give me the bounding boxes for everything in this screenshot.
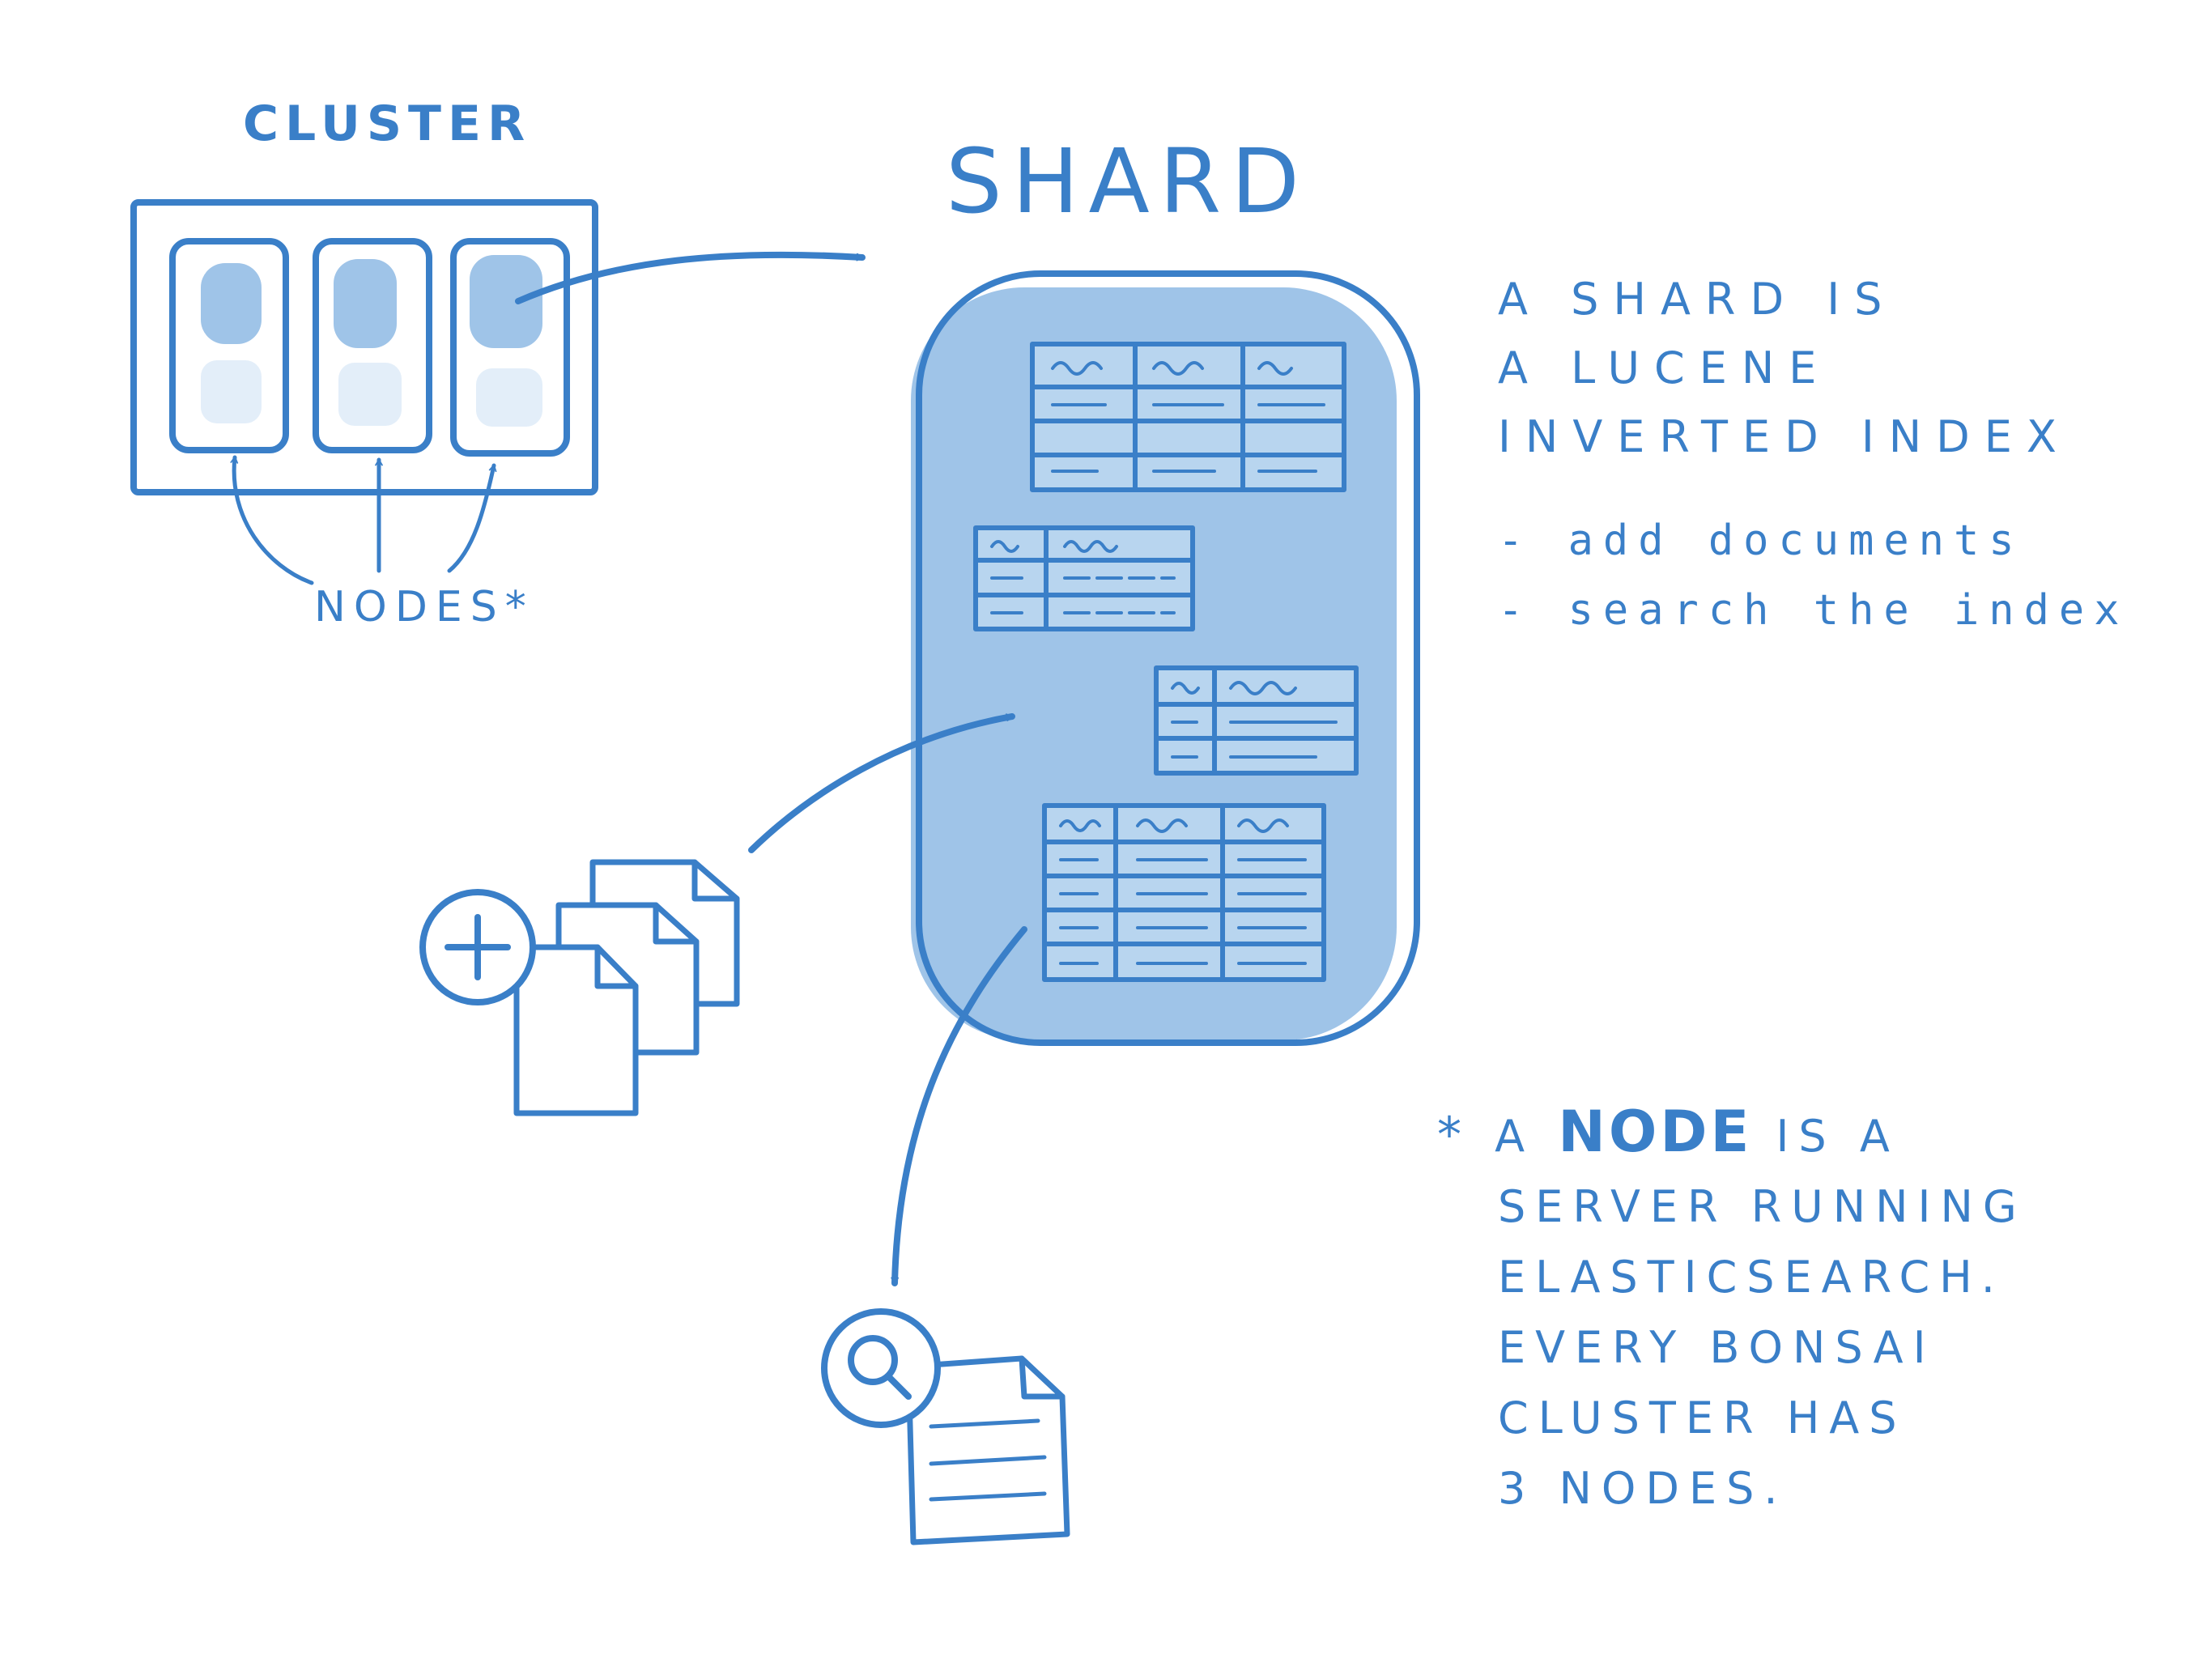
footnote-line-6: 3 NODES. [1498, 1463, 1788, 1514]
shard-description-line-1: A SHARD IS [1498, 274, 1897, 325]
footnote-line-2: SERVER RUNNING [1498, 1181, 2027, 1232]
footnote-star: * [1437, 1107, 1471, 1163]
index-table-1 [1030, 342, 1346, 492]
plus-circle-icon [419, 889, 536, 1005]
footnote-line-4: EVERY BONSAI [1498, 1322, 1936, 1373]
footnote-lead: A [1495, 1111, 1535, 1162]
node-to-shard-arrow [515, 251, 866, 304]
index-table-4 [1042, 803, 1326, 982]
footnote-line-3: ELASTICSEARCH. [1498, 1252, 2005, 1303]
node-2 [313, 238, 432, 453]
document-icon [905, 1355, 1070, 1545]
bullet-search-index: - search the index [1498, 586, 2129, 635]
cluster-box [130, 199, 598, 495]
add-to-shard-arrow [748, 713, 1015, 853]
shard-description-line-3: INVERTED INDEX [1498, 411, 2071, 462]
footnote-line-5: CLUSTER HAS [1498, 1392, 1907, 1443]
footnote-node-emphasis: NODE [1558, 1099, 1753, 1165]
search-result-arrow [891, 926, 1027, 1286]
cluster-label: CLUSTER [243, 96, 532, 152]
nodes-label: NODES* [314, 583, 534, 631]
document-stack-icon [513, 859, 740, 1116]
node-3 [450, 238, 570, 457]
bullet-add-documents: - add documents [1498, 517, 2024, 565]
index-table-3 [1154, 665, 1359, 776]
node-pointer-arrows [230, 455, 497, 585]
magnifier-circle-icon [821, 1308, 941, 1428]
node-1 [169, 238, 289, 453]
shard-description-line-2: A LUCENE [1498, 342, 1831, 393]
footnote-line-1: * A NODE IS A [1437, 1097, 2027, 1171]
node-footnote: * A NODE IS A SERVER RUNNING ELASTICSEAR… [1437, 1097, 2027, 1524]
footnote-rest: IS A [1776, 1111, 1899, 1162]
shard-title: SHARD [946, 130, 1309, 233]
index-table-2 [973, 525, 1195, 631]
